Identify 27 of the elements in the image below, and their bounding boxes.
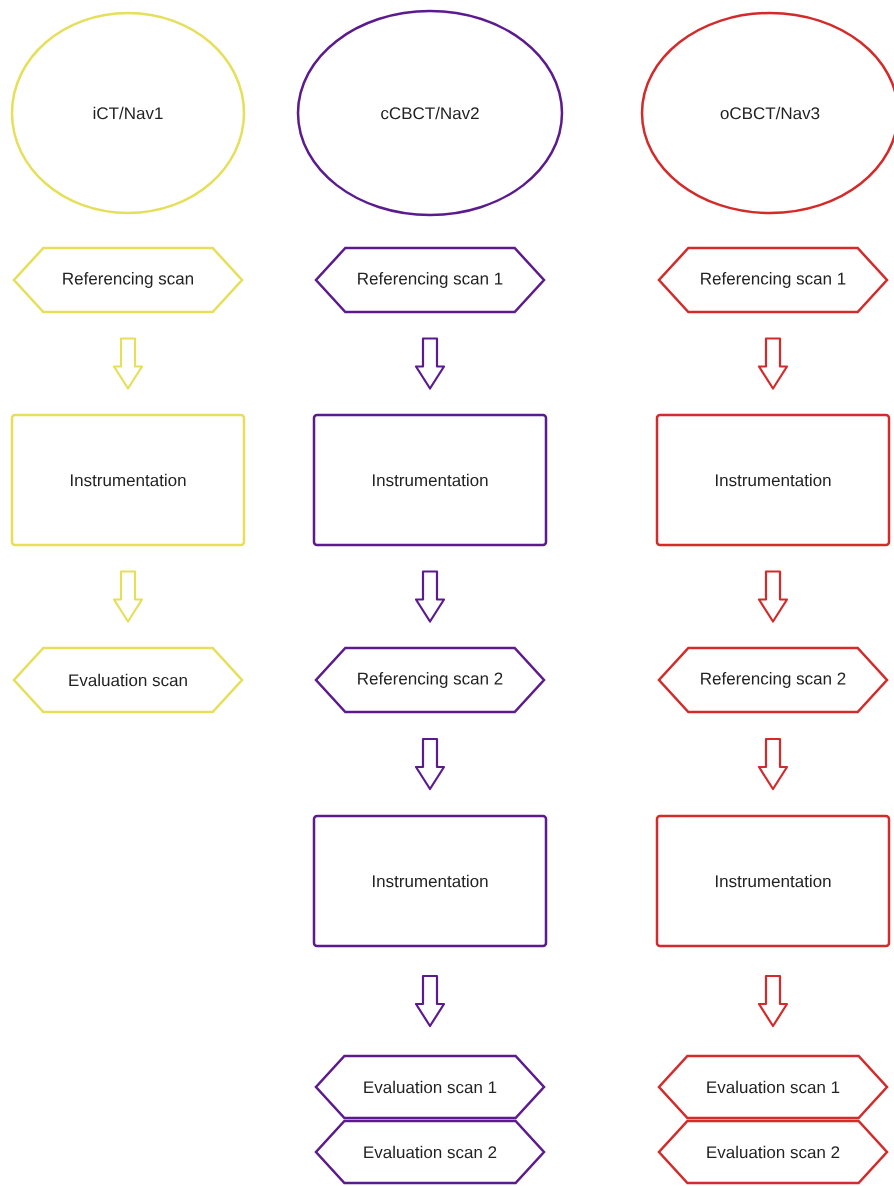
- block-arrow: [112, 337, 144, 390]
- hexagon-box: Referencing scan 2: [314, 646, 546, 714]
- hexagon-box: Evaluation scan 1: [657, 1054, 889, 1120]
- hexagon-box: Evaluation scan 2: [657, 1119, 889, 1185]
- hexagon-box: Evaluation scan 1: [314, 1054, 546, 1120]
- hexagon-box: Evaluation scan: [12, 646, 244, 714]
- process-box: Instrumentation: [312, 814, 548, 948]
- process-box: Instrumentation: [312, 413, 548, 547]
- hexagon-box: Referencing scan: [12, 246, 244, 314]
- block-arrow: [757, 337, 789, 390]
- process-box: Instrumentation: [10, 413, 246, 547]
- block-arrow: [414, 337, 446, 390]
- block-arrow: [757, 570, 789, 623]
- ellipse-node: cCBCT/Nav2: [296, 9, 564, 217]
- block-arrow: [757, 737, 789, 791]
- block-arrow: [757, 974, 789, 1028]
- block-arrow: [414, 570, 446, 623]
- ellipse-node: iCT/Nav1: [10, 11, 246, 215]
- hexagon-box: Referencing scan 1: [657, 246, 889, 314]
- hexagon-box: Referencing scan 2: [657, 646, 889, 714]
- block-arrow: [414, 737, 446, 791]
- hexagon-box: Evaluation scan 2: [314, 1119, 546, 1185]
- block-arrow: [112, 570, 144, 623]
- process-box: Instrumentation: [655, 814, 891, 948]
- process-box: Instrumentation: [655, 413, 891, 547]
- block-arrow: [414, 974, 446, 1028]
- hexagon-box: Referencing scan 1: [314, 246, 546, 314]
